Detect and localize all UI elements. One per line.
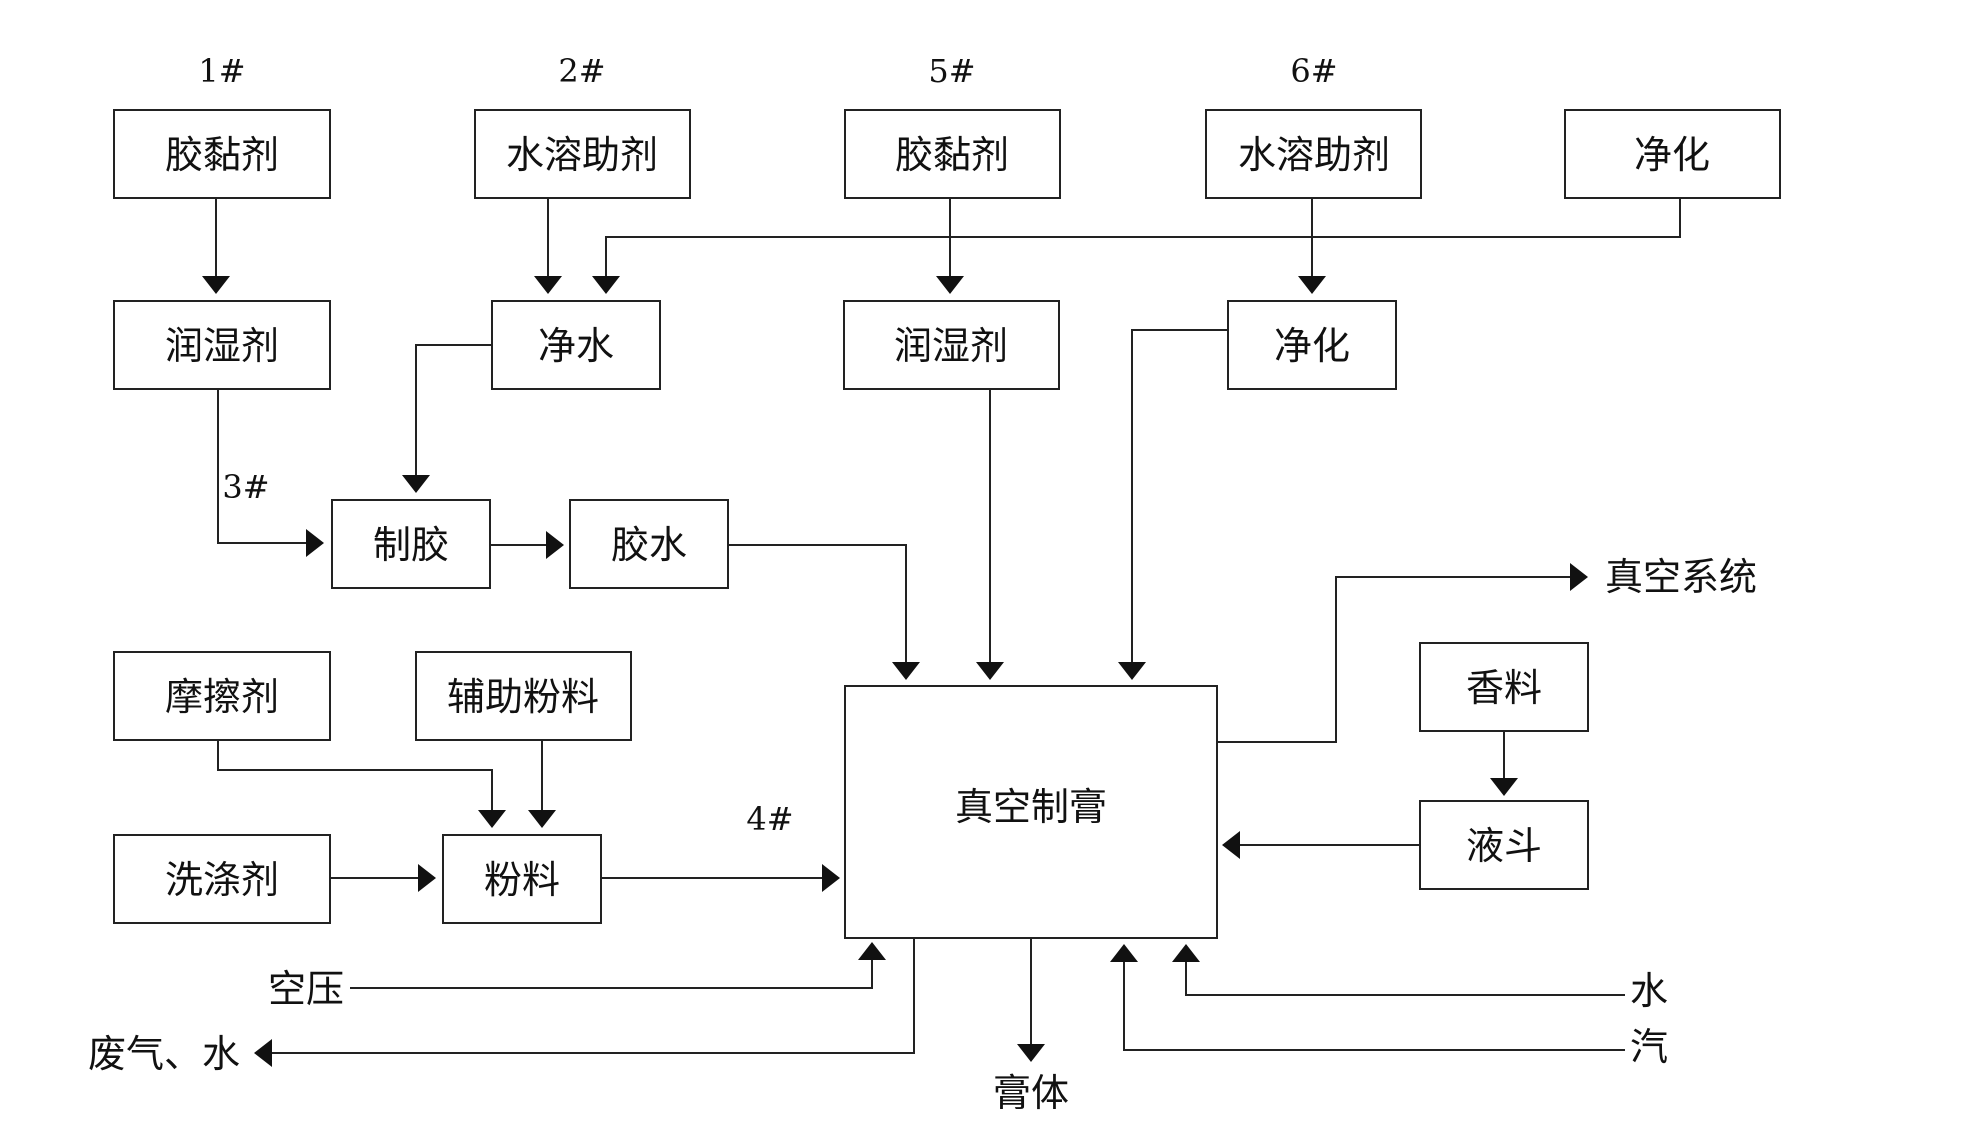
box-glue-water-label: 胶水: [611, 523, 687, 567]
arrowhead-abrasive-to-powder: [478, 810, 506, 828]
edge-compressed-air-to-vacuum: [350, 960, 873, 989]
box-humectant-left-label: 润湿剂: [165, 324, 279, 368]
arrowhead-pure-water-to-make-glue: [402, 475, 430, 493]
edge-vacuum-to-exhaust: [272, 938, 915, 1054]
arrowhead-purify-top-to-pure-water: [592, 276, 620, 294]
arrowhead-solubilizer2-to-pure-water: [534, 276, 562, 294]
box-glue-5-label: 胶黏剂: [895, 133, 1009, 177]
box-liquid-hopper-label: 液斗: [1466, 824, 1542, 868]
label-vacuum-system: 真空系统: [1605, 555, 1757, 599]
arrowhead-humectant-to-make-glue: [306, 529, 324, 557]
arrowhead-purify-mid-to-vacuum: [1118, 662, 1146, 680]
arrowhead-glue5-to-humectant: [936, 276, 964, 294]
box-aux-powder: 辅助粉料: [415, 651, 632, 741]
arrowhead-vacuum-to-vacuum-system: [1570, 563, 1588, 591]
tank-label-6: 6#: [1290, 52, 1337, 90]
box-solubilizer-2-label: 水溶助剂: [506, 133, 658, 177]
label-exhaust-water: 废气、水: [88, 1032, 240, 1076]
box-solubilizer-6-label: 水溶助剂: [1238, 133, 1390, 177]
arrowhead-glue1-to-humectant: [202, 276, 230, 294]
box-vacuum-paste: 真空制膏: [844, 685, 1218, 939]
box-liquid-hopper: 液斗: [1419, 800, 1589, 890]
box-abrasive: 摩擦剂: [113, 651, 331, 741]
box-glue-5: 胶黏剂: [844, 109, 1061, 199]
box-powder-label: 粉料: [484, 858, 560, 902]
arrowhead-steam-to-vacuum: [1110, 944, 1138, 962]
label-compressed-air: 空压: [268, 967, 344, 1011]
box-detergent: 洗涤剂: [113, 834, 331, 924]
box-purify-mid: 净化: [1227, 300, 1397, 390]
tank-label-4: 4#: [746, 800, 793, 838]
arrowhead-aux-powder-to-powder: [528, 810, 556, 828]
tank-label-3: 3#: [222, 468, 269, 506]
arrowhead-vacuum-to-exhaust: [254, 1039, 272, 1067]
box-humectant-mid: 润湿剂: [843, 300, 1060, 390]
box-make-glue-label: 制胶: [373, 523, 449, 567]
arrowhead-water-to-vacuum: [1172, 944, 1200, 962]
tank-label-1: 1#: [198, 52, 245, 90]
box-purify-mid-label: 净化: [1274, 324, 1350, 368]
tank-label-5: 5#: [928, 52, 975, 90]
arrowhead-make-glue-to-glue-water: [546, 531, 564, 559]
box-solubilizer-6: 水溶助剂: [1205, 109, 1422, 199]
box-humectant-mid-label: 润湿剂: [894, 324, 1008, 368]
box-vacuum-paste-label: 真空制膏: [955, 785, 1107, 829]
box-powder: 粉料: [442, 834, 602, 924]
box-fragrance: 香料: [1419, 642, 1589, 732]
arrowhead-vacuum-to-paste-body: [1017, 1044, 1045, 1062]
tank-label-2: 2#: [558, 52, 605, 90]
edge-purify-mid-to-vacuum: [1131, 329, 1228, 662]
arrowhead-hopper-to-vacuum: [1222, 831, 1240, 859]
edge-glue-water-to-vacuum: [728, 544, 907, 662]
label-steam: 汽: [1630, 1025, 1668, 1069]
box-humectant-left: 润湿剂: [113, 300, 331, 390]
box-detergent-label: 洗涤剂: [165, 858, 279, 902]
arrowhead-detergent-to-powder: [418, 864, 436, 892]
box-fragrance-label: 香料: [1466, 666, 1542, 710]
box-glue-water: 胶水: [569, 499, 729, 589]
box-glue-1: 胶黏剂: [113, 109, 331, 199]
edge-water-to-vacuum: [1185, 962, 1625, 996]
box-aux-powder-label: 辅助粉料: [447, 675, 599, 719]
box-purify-top-label: 净化: [1634, 133, 1710, 177]
edge-humectant-to-make-glue: [217, 389, 306, 544]
box-glue-1-label: 胶黏剂: [165, 133, 279, 177]
box-make-glue: 制胶: [331, 499, 491, 589]
edge-pure-water-to-make-glue: [415, 344, 492, 475]
label-water: 水: [1630, 969, 1668, 1013]
box-purify-top: 净化: [1564, 109, 1781, 199]
edge-vacuum-to-vacuum-system: [1217, 576, 1570, 743]
box-solubilizer-2: 水溶助剂: [474, 109, 691, 199]
edge-purify-top-to-pure-water: [605, 198, 1681, 276]
arrowhead-humectant-mid-to-vacuum: [976, 662, 1004, 680]
arrowhead-compressed-air-to-vacuum: [858, 942, 886, 960]
box-pure-water: 净水: [491, 300, 661, 390]
box-abrasive-label: 摩擦剂: [165, 675, 279, 719]
arrowhead-powder-to-vacuum: [822, 864, 840, 892]
edge-steam-to-vacuum: [1123, 962, 1625, 1051]
arrowhead-glue-water-to-vacuum: [892, 662, 920, 680]
edge-abrasive-to-powder: [217, 740, 493, 810]
label-paste-body: 膏体: [993, 1071, 1069, 1115]
arrowhead-fragrance-to-hopper: [1490, 778, 1518, 796]
arrowhead-solubilizer6-to-purify: [1298, 276, 1326, 294]
box-pure-water-label: 净水: [538, 324, 614, 368]
